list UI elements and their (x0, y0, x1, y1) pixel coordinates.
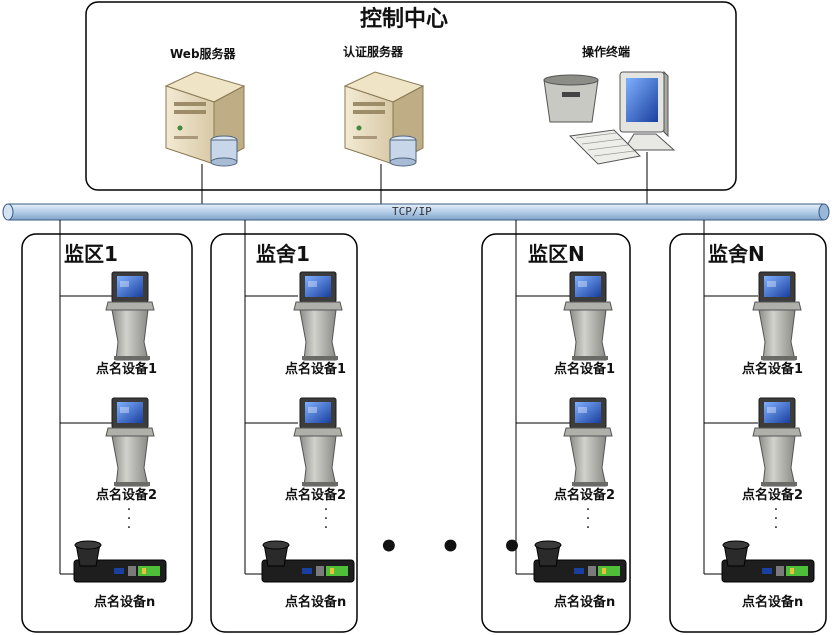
vertical-ellipsis: · · · (773, 502, 779, 536)
zone-box-1 (21, 233, 193, 633)
kiosk-icon (293, 271, 343, 361)
device-label: 点名设备2 (554, 488, 616, 503)
rollcall-device-icon (73, 540, 167, 583)
vertical-ellipsis: · · · (323, 502, 329, 536)
device-label: 点名设备2 (285, 488, 347, 503)
kiosk-icon (752, 271, 802, 361)
kiosk-icon (105, 271, 155, 361)
device-label: 点名设备n (742, 595, 804, 610)
rollcall-device-icon (261, 540, 355, 583)
device-label: 点名设备n (554, 595, 616, 610)
device-label: 点名设备1 (285, 362, 347, 377)
device-label: 点名设备1 (96, 362, 158, 377)
device-label: 点名设备1 (554, 362, 616, 377)
zone-box-2 (210, 233, 358, 633)
zone-title: 监区1 (64, 242, 118, 266)
kiosk-icon (563, 397, 613, 487)
zone-title: 监区N (528, 242, 585, 266)
device-label: 点名设备2 (742, 488, 804, 503)
control-center-title: 控制中心 (360, 7, 449, 32)
tcp-ip-bus (2, 203, 830, 221)
auth-server-label: 认证服务器 (343, 45, 404, 59)
device-label: 点名设备n (94, 595, 156, 610)
rollcall-device-icon (721, 540, 815, 583)
zone-title: 监舍1 (256, 242, 310, 266)
rollcall-device-icon (533, 540, 627, 583)
vertical-ellipsis: · · · (585, 502, 591, 536)
web-server-icon (165, 71, 245, 167)
vertical-ellipsis: · · · (126, 502, 132, 536)
zones-ellipsis: • • • (378, 527, 537, 567)
device-label: 点名设备2 (96, 488, 158, 503)
device-label: 点名设备1 (742, 362, 804, 377)
web-server-label: Web服务器 (170, 47, 236, 61)
kiosk-icon (293, 397, 343, 487)
kiosk-icon (563, 271, 613, 361)
zone-box-3 (481, 233, 631, 633)
control-center-box (85, 1, 737, 191)
device-label: 点名设备n (285, 595, 347, 610)
kiosk-icon (752, 397, 802, 487)
network-label: TCP/IP (392, 205, 432, 218)
zone-box-4 (669, 233, 827, 633)
kiosk-icon (105, 397, 155, 487)
workstation-label: 操作终端 (582, 45, 631, 59)
zone-title: 监舍N (708, 242, 765, 266)
auth-server-icon (344, 71, 424, 167)
workstation-icon (543, 71, 675, 165)
